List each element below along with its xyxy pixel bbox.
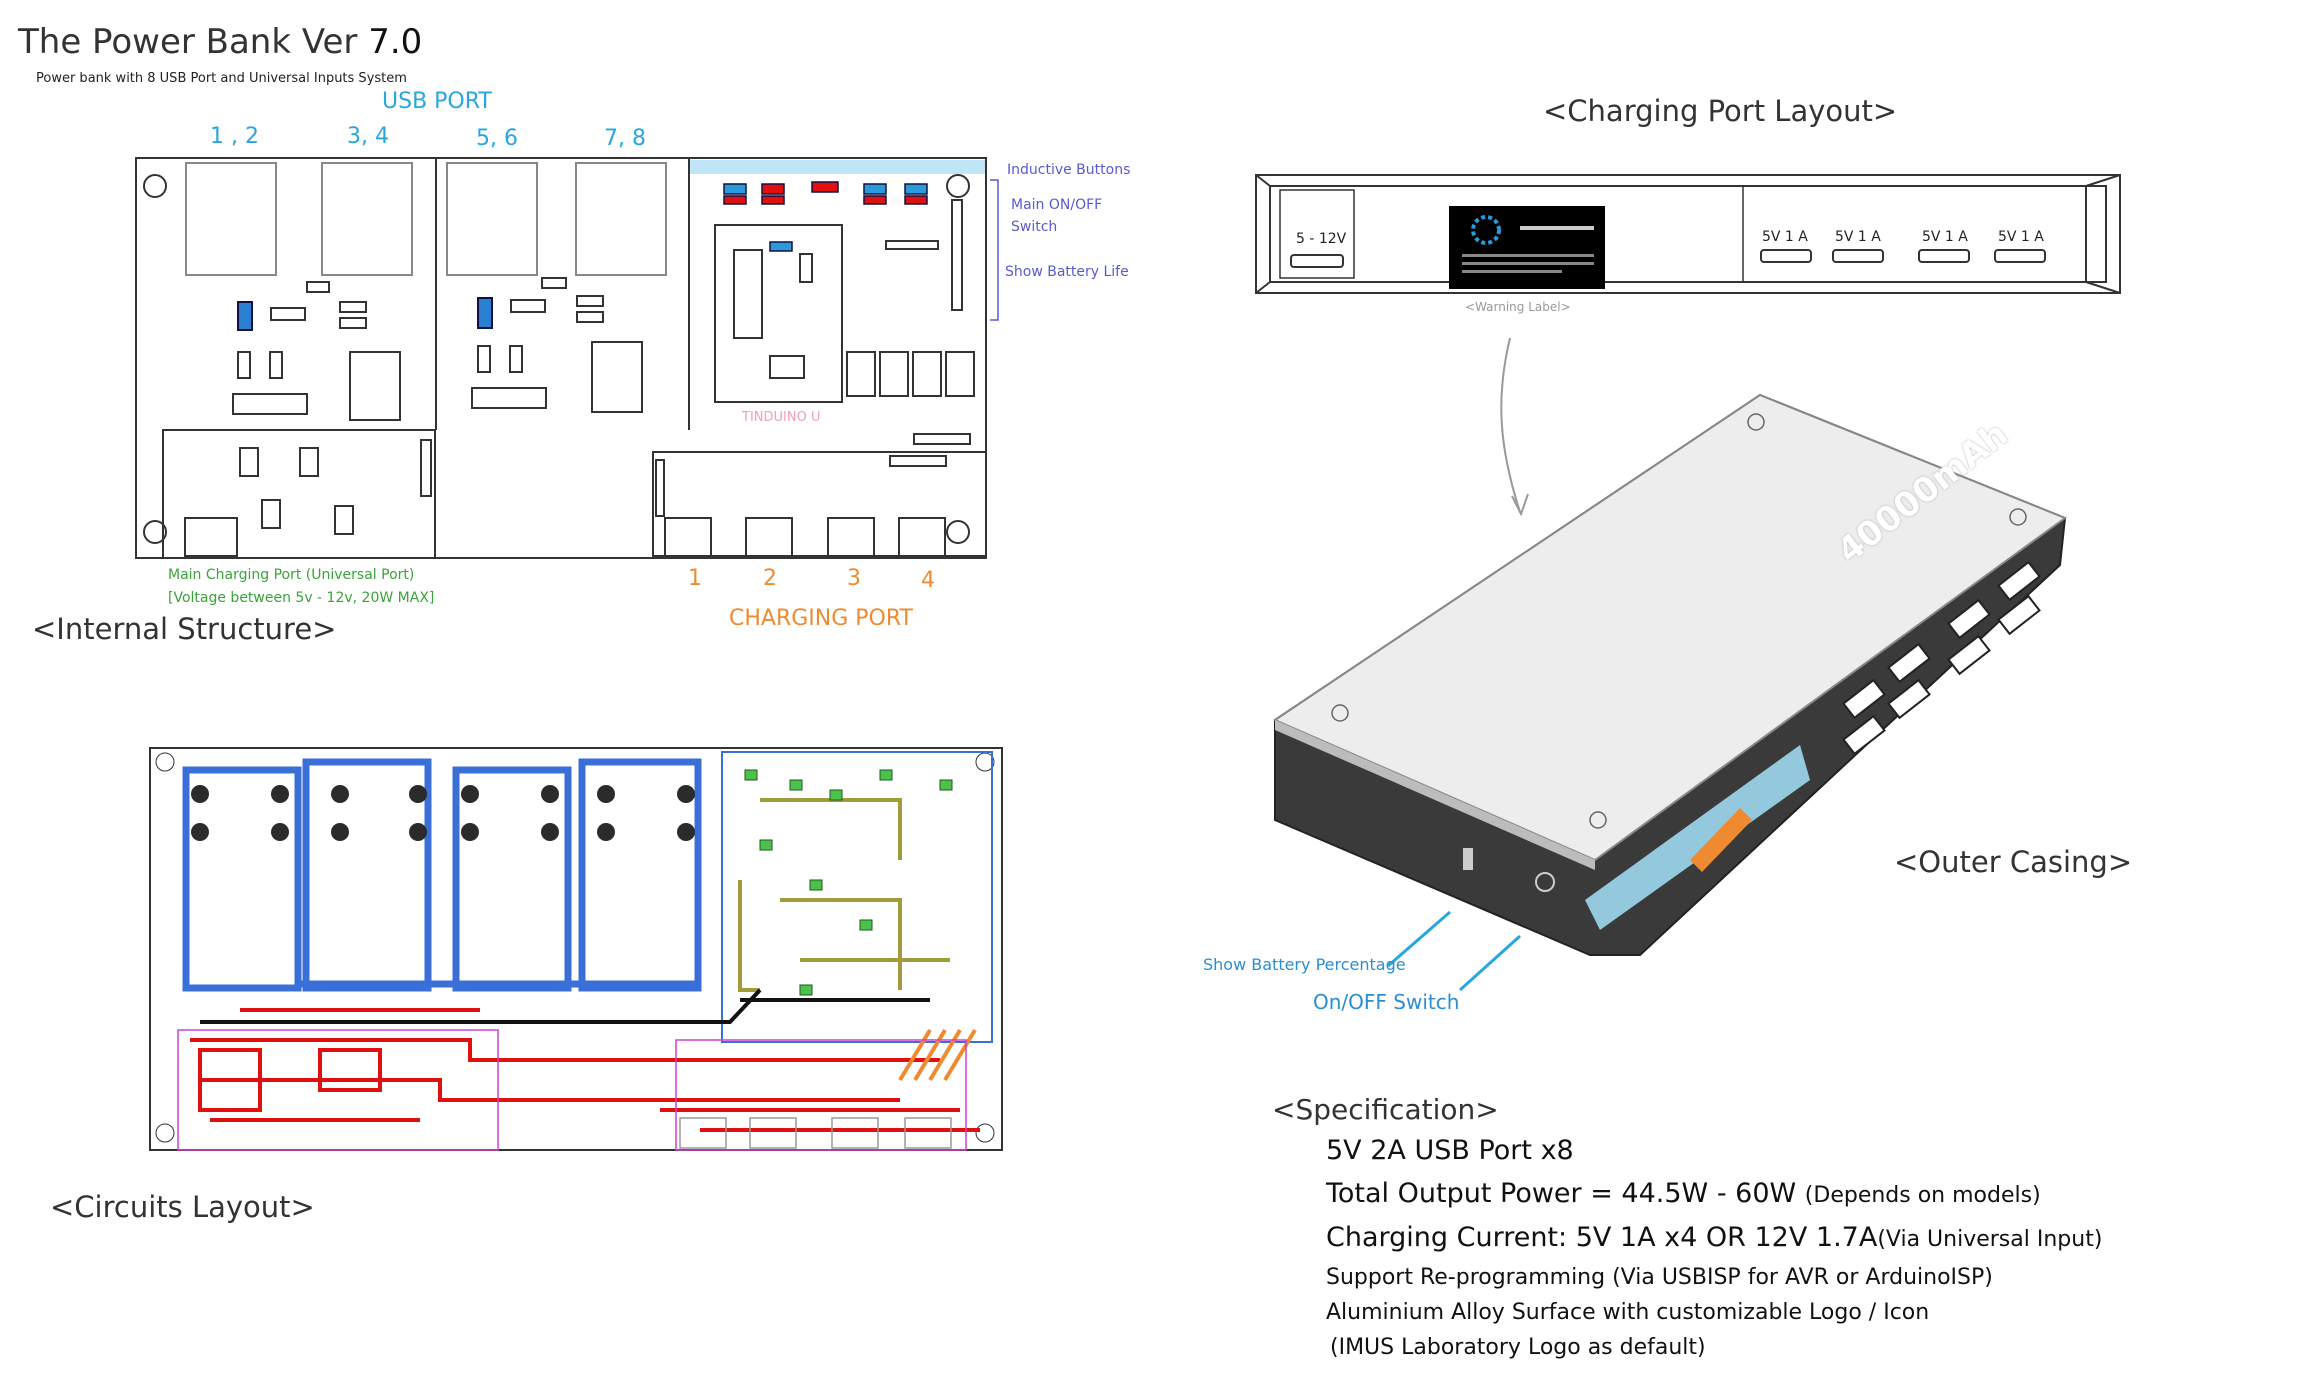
main-switch-label-line2: Switch [1011, 219, 1058, 235]
charging-port-layout-title: <Charging Port Layout> [1543, 94, 1898, 128]
usb-group-3-4: 3, 4 [347, 124, 389, 149]
warning-label-caption: <Warning Label> [1465, 300, 1571, 314]
usb-group-7-8: 7, 8 [604, 126, 646, 151]
usb-output-label-3: 5V 1 A [1922, 229, 1968, 245]
charging-port-number-1: 1 [688, 566, 702, 591]
usb-output-label-2: 5V 1 A [1835, 229, 1881, 245]
usb-group-5-6: 5, 6 [476, 126, 518, 151]
voltage-note-label: [Voltage between 5v - 12v, 20W MAX] [168, 590, 435, 606]
title-version: 7.0 [368, 22, 423, 62]
outer-casing-title: <Outer Casing> [1894, 845, 2133, 879]
spec-line-surface: Aluminium Alloy Surface with customizabl… [1326, 1300, 1930, 1325]
usb-output-label-4: 5V 1 A [1998, 229, 2044, 245]
internal-structure-diagram [135, 157, 987, 559]
spec-line-charging-current: Charging Current: 5V 1A x4 OR 12V 1.7A(V… [1326, 1222, 2102, 1253]
usb-port-label: USB PORT [382, 89, 492, 114]
circuits-layout-title: <Circuits Layout> [50, 1190, 315, 1224]
internal-structure-title: <Internal Structure> [32, 612, 337, 646]
spec-line-output-power-main: Total Output Power = 44.5W - 60W [1326, 1178, 1805, 1209]
charging-port-number-4: 4 [921, 568, 935, 593]
on-off-switch-label: On/OFF Switch [1313, 990, 1460, 1014]
main-switch-label-line1: Main ON/OFF [1011, 197, 1103, 213]
spec-line-logo-default: (IMUS Laboratory Logo as default) [1330, 1335, 1706, 1360]
inductive-buttons-row [723, 181, 928, 252]
spec-line-output-power: Total Output Power = 44.5W - 60W (Depend… [1326, 1178, 2041, 1209]
inductive-buttons-label: Inductive Buttons [1007, 162, 1131, 178]
charging-port-layout-panel [1255, 174, 2121, 517]
spec-line-output-power-note: (Depends on models) [1804, 1183, 2041, 1208]
input-port-label: 5 - 12V [1296, 231, 1347, 247]
page-title: The Power Bank Ver 7.0 [18, 22, 422, 62]
page-subtitle: Power bank with 8 USB Port and Universal… [36, 71, 407, 86]
specification-title: <Specification> [1272, 1093, 1499, 1126]
usb-output-label-1: 5V 1 A [1762, 229, 1808, 245]
spec-line-usb-ports: 5V 2A USB Port x8 [1326, 1135, 1574, 1166]
tinduino-label: TINDUINO U [742, 410, 821, 425]
show-battery-percentage-label: Show Battery Percentage [1203, 955, 1406, 974]
charging-port-number-2: 2 [763, 566, 777, 591]
spec-line-charging-current-main: Charging Current: 5V 1A x4 OR 12V 1.7A [1326, 1222, 1878, 1253]
circuits-layout-diagram [149, 747, 1003, 1151]
outer-casing-drawing [1272, 393, 2068, 992]
usb-group-1-2: 1 , 2 [210, 124, 259, 149]
spec-line-charging-current-note: (Via Universal Input) [1877, 1227, 2103, 1252]
charging-port-label: CHARGING PORT [729, 606, 913, 631]
spec-line-reprogramming: Support Re-programming (Via USBISP for A… [1326, 1265, 1993, 1290]
title-prefix: The Power Bank Ver [18, 22, 369, 62]
main-charging-port-label: Main Charging Port (Universal Port) [168, 567, 415, 583]
charging-port-number-3: 3 [847, 566, 861, 591]
show-battery-life-label: Show Battery Life [1005, 264, 1129, 280]
